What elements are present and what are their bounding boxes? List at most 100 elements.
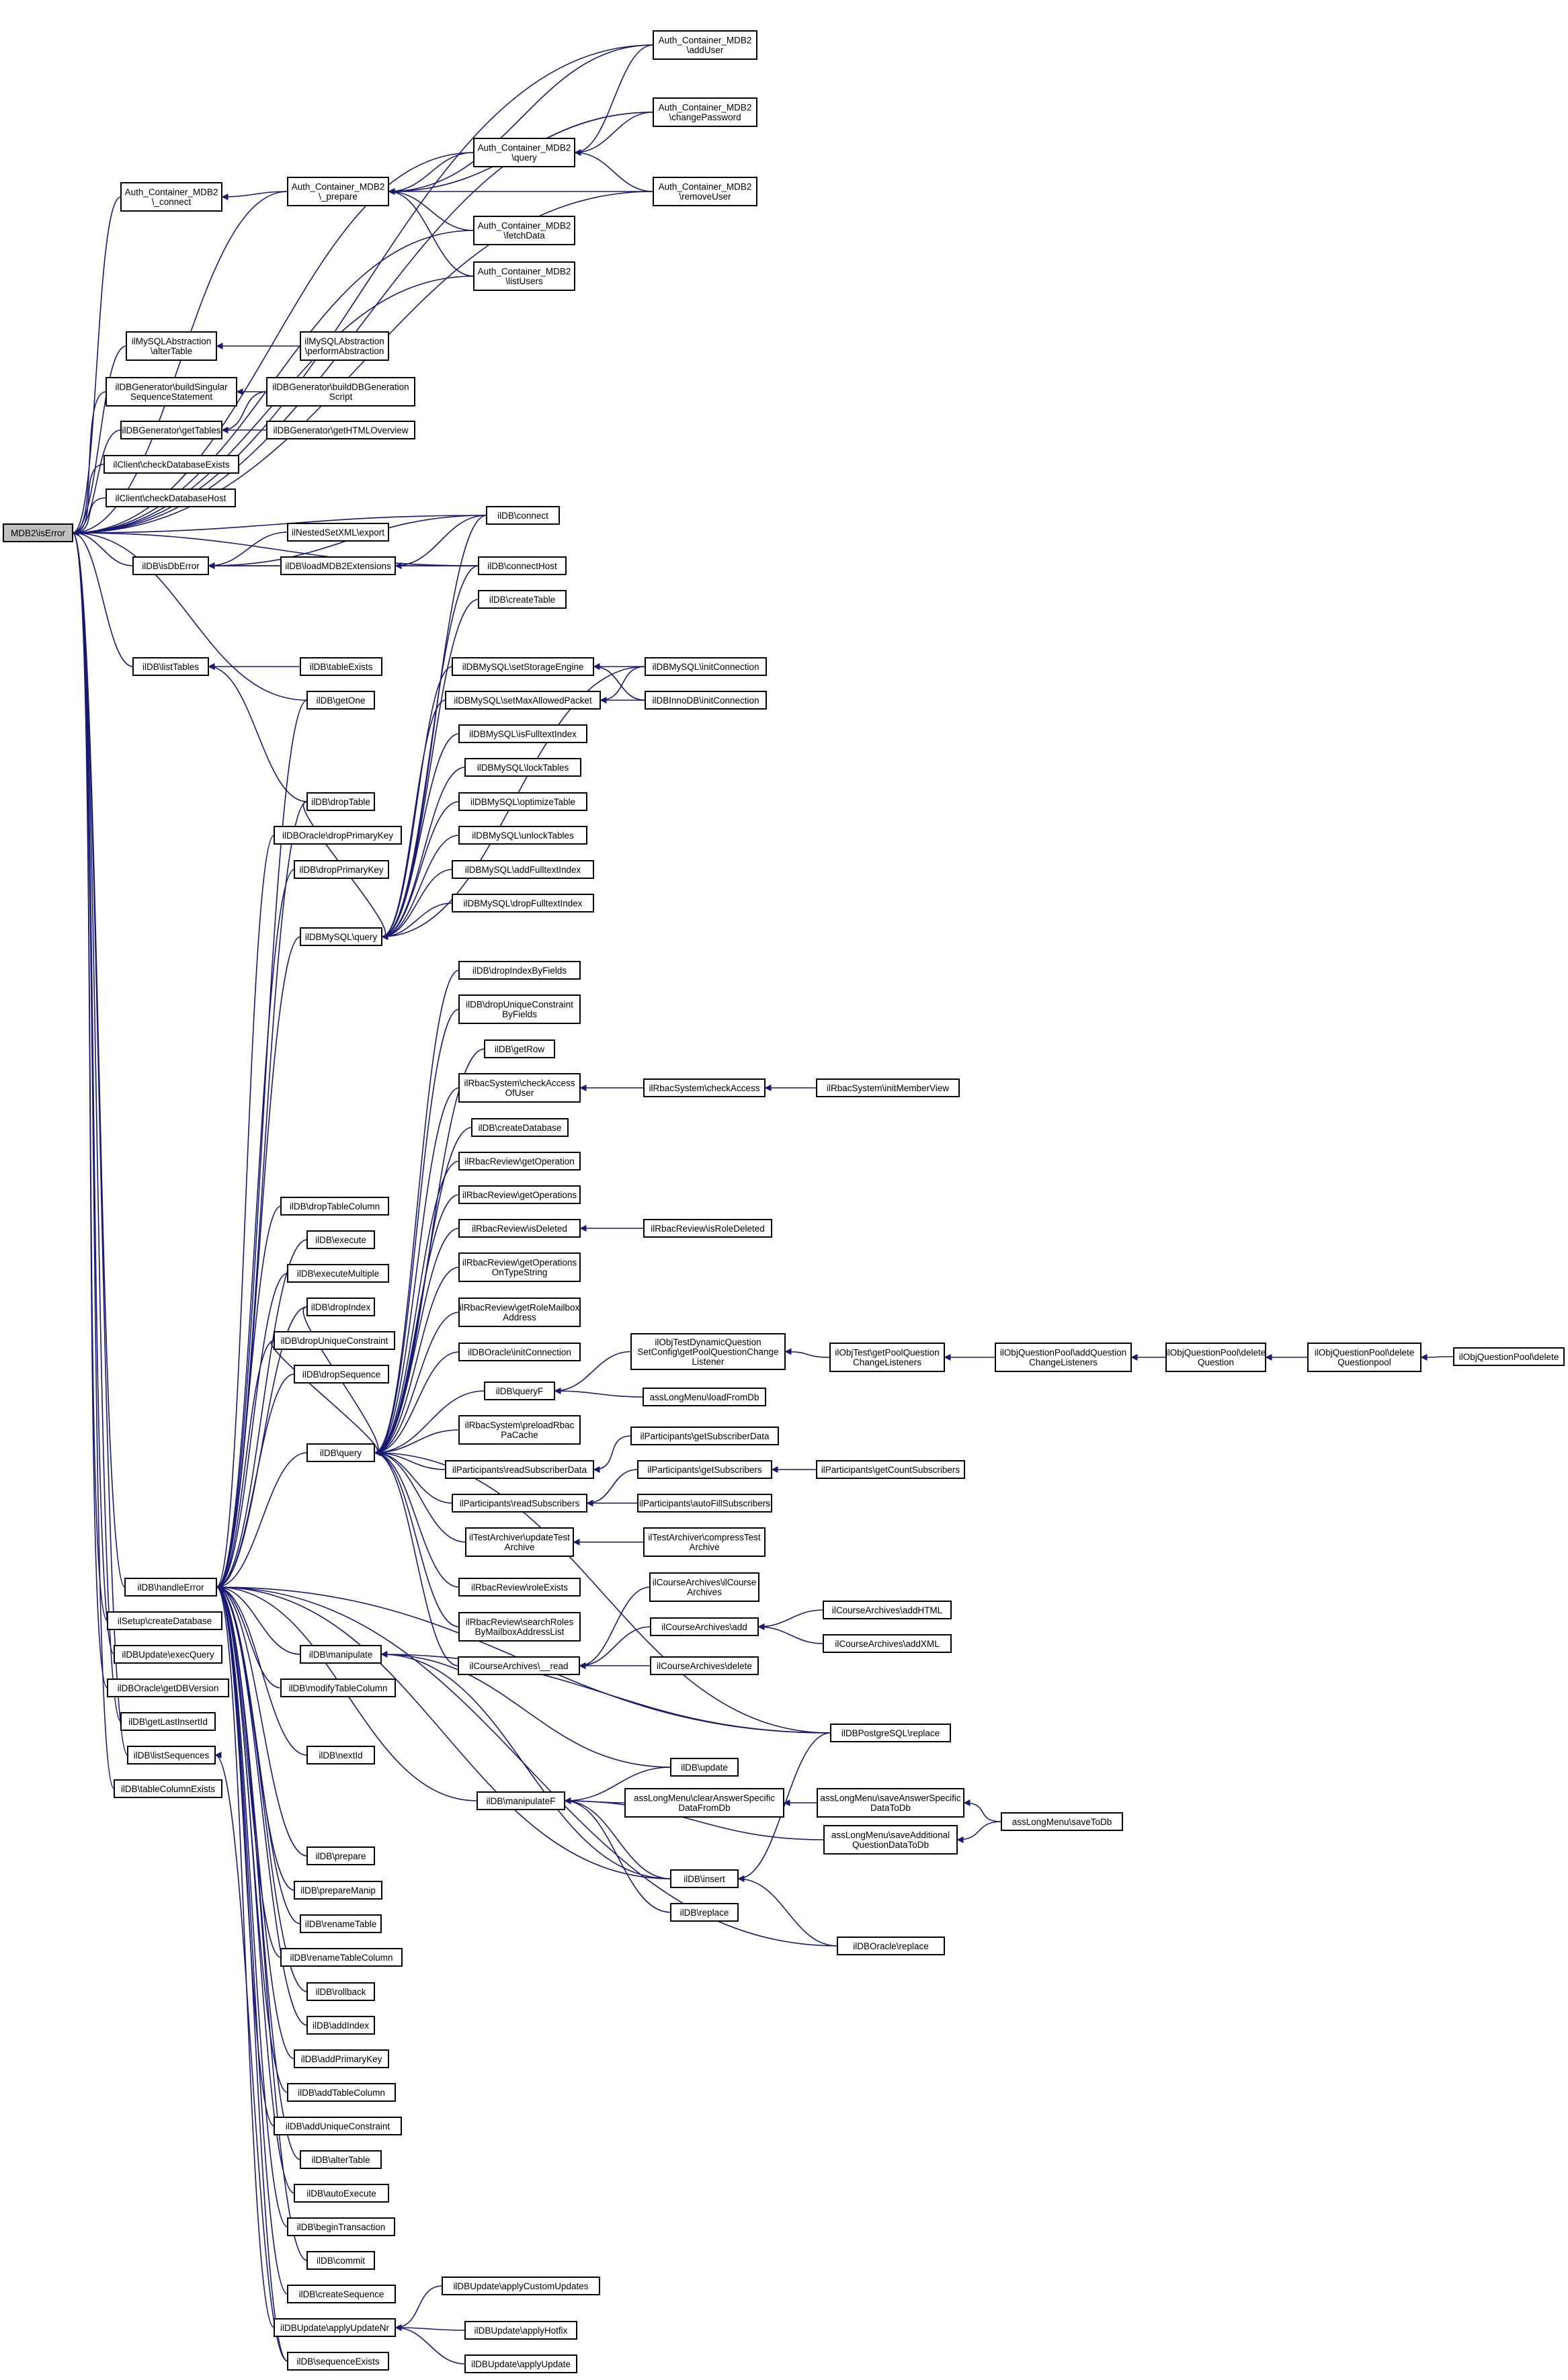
function-node[interactable]: ilDBInnoDB\initConnection: [645, 691, 767, 710]
function-node[interactable]: ilDB\execute: [306, 1230, 375, 1249]
function-node[interactable]: ilParticipants\readSubscriberData: [445, 1460, 594, 1479]
function-node[interactable]: ilRbacSystem\checkAccess: [643, 1078, 766, 1097]
function-node[interactable]: ilParticipants\getCountSubscribers: [816, 1460, 965, 1479]
function-node[interactable]: ilCourseArchives\addHTML: [823, 1601, 952, 1619]
function-node[interactable]: ilClient\checkDatabaseExists: [104, 455, 239, 474]
function-node[interactable]: ilDB\insert: [670, 1869, 739, 1888]
function-node[interactable]: ilDB\dropPrimaryKey: [294, 860, 389, 879]
function-node[interactable]: ilCourseArchives\add: [650, 1617, 759, 1636]
function-node[interactable]: ilDB\prepare: [306, 1846, 375, 1865]
root-function-node[interactable]: MDB2\isError: [3, 523, 73, 542]
function-node[interactable]: ilParticipants\autoFillSubscribers: [637, 1494, 772, 1513]
function-node[interactable]: ilObjQuestionPool\addQuestionChangeListe…: [995, 1343, 1132, 1372]
function-node[interactable]: ilRbacSystem\initMemberView: [816, 1078, 960, 1097]
function-node[interactable]: ilRbacReview\getOperation: [458, 1152, 581, 1171]
function-node[interactable]: ilDBGenerator\getHTMLOverview: [266, 421, 415, 439]
function-node[interactable]: ilDB\executeMultiple: [287, 1264, 389, 1283]
function-node[interactable]: ilDBMySQL\setMaxAllowedPacket: [445, 691, 601, 710]
function-node[interactable]: ilDBMySQL\dropFulltextIndex: [452, 894, 594, 912]
function-node[interactable]: ilDB\getOne: [306, 691, 375, 710]
function-node[interactable]: ilDB\isDbError: [132, 556, 209, 575]
function-node[interactable]: ilDBUpdate\applyUpdateNr: [274, 2318, 396, 2337]
function-node[interactable]: ilDB\prepareManip: [294, 1881, 382, 1900]
function-node[interactable]: ilDB\renameTableColumn: [280, 1948, 403, 1967]
function-node[interactable]: ilDBMySQL\setStorageEngine: [452, 657, 594, 676]
function-node[interactable]: ilDB\handleError: [124, 1578, 217, 1597]
function-node[interactable]: ilDB\dropTableColumn: [280, 1197, 389, 1216]
function-node[interactable]: ilObjQuestionPool\delete: [1453, 1347, 1565, 1366]
function-node[interactable]: Auth_Container_MDB2\addUser: [653, 30, 757, 60]
function-node[interactable]: ilDB\sequenceExists: [287, 2352, 389, 2371]
function-node[interactable]: ilParticipants\getSubscriberData: [630, 1427, 779, 1445]
function-node[interactable]: ilRbacReview\getOperations: [458, 1185, 581, 1204]
function-node[interactable]: ilSetup\createDatabase: [107, 1611, 222, 1630]
function-node[interactable]: ilDB\manipulate: [300, 1645, 382, 1664]
function-node[interactable]: ilCourseArchives\delete: [650, 1656, 759, 1675]
function-node[interactable]: ilDBUpdate\applyUpdate: [464, 2354, 577, 2373]
function-node[interactable]: ilParticipants\readSubscribers: [452, 1494, 587, 1513]
function-node[interactable]: ilDBUpdate\applyCustomUpdates: [442, 2277, 600, 2295]
function-node[interactable]: ilDB\createSequence: [287, 2285, 396, 2303]
function-node[interactable]: ilRbacReview\isDeleted: [458, 1219, 581, 1238]
function-node[interactable]: ilDBOracle\dropPrimaryKey: [274, 826, 402, 845]
function-node[interactable]: ilRbacReview\searchRolesByMailboxAddress…: [458, 1612, 581, 1642]
function-node[interactable]: assLongMenu\saveAdditionalQuestionDataTo…: [823, 1825, 958, 1855]
function-node[interactable]: ilDB\getLastInsertId: [120, 1712, 216, 1731]
function-node[interactable]: Auth_Container_MDB2\_connect: [120, 182, 222, 212]
function-node[interactable]: ilDB\update: [670, 1758, 739, 1777]
function-node[interactable]: ilCourseArchives\addXML: [823, 1634, 952, 1653]
function-node[interactable]: ilMySQLAbstraction\alterTable: [126, 331, 217, 361]
function-node[interactable]: ilDB\nextId: [306, 1746, 375, 1765]
function-node[interactable]: ilDB\commit: [306, 2251, 375, 2270]
function-node[interactable]: assLongMenu\saveToDb: [1001, 1812, 1123, 1831]
function-node[interactable]: ilClient\checkDatabaseHost: [106, 488, 236, 507]
function-node[interactable]: ilDB\addUniqueConstraint: [274, 2117, 402, 2135]
function-node[interactable]: ilDBOracle\initConnection: [458, 1343, 581, 1361]
function-node[interactable]: ilDBMySQL\lockTables: [464, 758, 581, 777]
function-node[interactable]: ilDB\addIndex: [306, 2016, 375, 2035]
function-node[interactable]: Auth_Container_MDB2\fetchData: [473, 216, 575, 245]
function-node[interactable]: ilDB\dropUniqueConstraint: [274, 1331, 395, 1350]
function-node[interactable]: ilDBMySQL\addFulltextIndex: [452, 860, 594, 879]
function-node[interactable]: ilDBMySQL\optimizeTable: [458, 792, 587, 811]
function-node[interactable]: ilObjTestDynamicQuestionSetConfig\getPoo…: [630, 1333, 786, 1370]
function-node[interactable]: Auth_Container_MDB2\changePassword: [653, 97, 757, 127]
function-node[interactable]: ilDB\queryF: [484, 1382, 555, 1400]
function-node[interactable]: ilCourseArchives\ilCourseArchives: [649, 1572, 759, 1602]
function-node[interactable]: ilDB\tableColumnExists: [114, 1779, 222, 1798]
function-node[interactable]: ilRbacReview\isRoleDeleted: [643, 1219, 772, 1238]
function-node[interactable]: ilDBMySQL\initConnection: [645, 657, 767, 676]
function-node[interactable]: Auth_Container_MDB2\query: [473, 138, 575, 167]
function-node[interactable]: assLongMenu\clearAnswerSpecificDataFromD…: [624, 1788, 784, 1818]
function-node[interactable]: ilDBUpdate\applyHotfix: [464, 2321, 577, 2340]
function-node[interactable]: ilDB\alterTable: [300, 2150, 382, 2169]
function-node[interactable]: Auth_Container_MDB2\removeUser: [653, 177, 757, 206]
function-node[interactable]: ilDBOracle\getDBVersion: [107, 1678, 229, 1697]
function-node[interactable]: ilDBGenerator\getTables: [120, 421, 222, 439]
function-node[interactable]: ilDB\createTable: [478, 590, 567, 609]
function-node[interactable]: ilDB\replace: [670, 1903, 739, 1922]
function-node[interactable]: ilDB\manipulateF: [477, 1791, 565, 1810]
function-node[interactable]: ilDB\rollback: [306, 1982, 375, 2001]
function-node[interactable]: ilDB\tableExists: [300, 657, 382, 676]
function-node[interactable]: ilDBUpdate\execQuery: [114, 1645, 222, 1664]
function-node[interactable]: ilDB\query: [306, 1443, 375, 1462]
function-node[interactable]: ilDBPostgreSQL\replace: [830, 1724, 951, 1742]
function-node[interactable]: Auth_Container_MDB2\listUsers: [473, 261, 575, 291]
function-node[interactable]: ilDBGenerator\buildSingularSequenceState…: [106, 377, 237, 407]
function-node[interactable]: ilDBMySQL\isFulltextIndex: [458, 724, 587, 743]
function-node[interactable]: ilDBOracle\replace: [837, 1937, 945, 1955]
function-node[interactable]: ilDB\modifyTableColumn: [280, 1678, 396, 1697]
function-node[interactable]: ilDB\dropSequence: [294, 1365, 389, 1384]
function-node[interactable]: ilDB\loadMDB2Extensions: [280, 556, 396, 575]
